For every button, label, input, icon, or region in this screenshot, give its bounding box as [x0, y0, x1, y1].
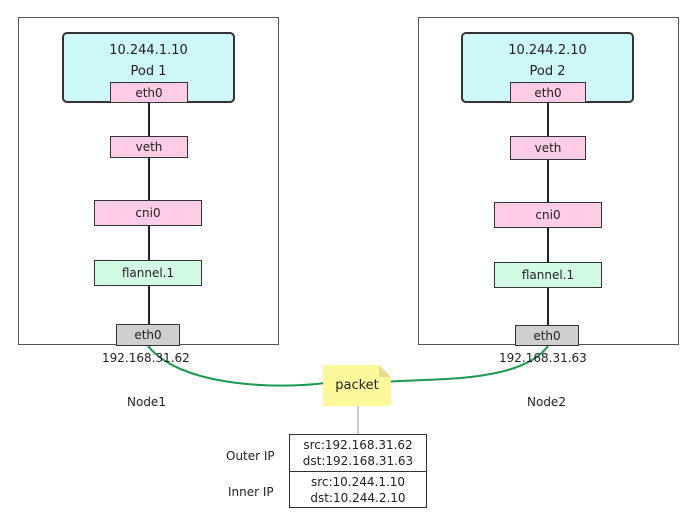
- inner-dst-ip: dst:10.244.2.10: [310, 491, 406, 505]
- node2-cni0-bridge: cni0: [494, 202, 602, 228]
- node1-name: Node1: [127, 395, 166, 409]
- node2-veth-interface: veth: [510, 136, 586, 160]
- outer-dst-ip: dst:192.168.31.63: [302, 454, 414, 468]
- ip-table-divider: [290, 471, 426, 472]
- pod1-name: Pod 1: [130, 64, 167, 79]
- node2-host-eth0: eth0: [515, 325, 579, 346]
- node2-name: Node2: [527, 395, 566, 409]
- node2-link-veth-cni0: [547, 160, 549, 202]
- node1-link-veth-cni0: [148, 158, 150, 200]
- pod1-eth0-interface: eth0: [110, 82, 188, 103]
- ip-header-table: src:192.168.31.62 dst:192.168.31.63 src:…: [289, 434, 427, 508]
- node1-link-flannel-eth0: [148, 286, 150, 324]
- pod2-ip: 10.244.2.10: [508, 43, 587, 58]
- pod2-name: Pod 2: [529, 64, 566, 79]
- outer-ip-label: Outer IP: [226, 449, 275, 463]
- pod1-ip: 10.244.1.10: [109, 43, 188, 58]
- packet-note-fold: [379, 365, 391, 377]
- node2-flannel-interface: flannel.1: [494, 262, 602, 288]
- node1-flannel-interface: flannel.1: [94, 260, 202, 286]
- outer-src-ip: src:192.168.31.62: [303, 438, 413, 452]
- inner-ip-label: Inner IP: [228, 485, 274, 499]
- pod2-eth0-interface: eth0: [510, 82, 586, 103]
- underlay-link-line: [147, 345, 549, 387]
- node1-host-ip: 192.168.31.62: [102, 351, 190, 365]
- packet-label: packet: [335, 378, 379, 393]
- inner-src-ip: src:10.244.1.10: [310, 475, 406, 489]
- node2-link-eth0-veth: [547, 103, 549, 136]
- node1-veth-interface: veth: [110, 136, 188, 158]
- node1-host-eth0: eth0: [116, 324, 180, 346]
- node2-link-cni0-flannel: [547, 228, 549, 262]
- node2-host-ip: 192.168.31.63: [499, 351, 587, 365]
- node2-link-flannel-eth0: [547, 288, 549, 325]
- node1-cni0-bridge: cni0: [94, 200, 202, 226]
- node1-link-cni0-flannel: [148, 226, 150, 260]
- node1-link-eth0-veth: [148, 103, 150, 136]
